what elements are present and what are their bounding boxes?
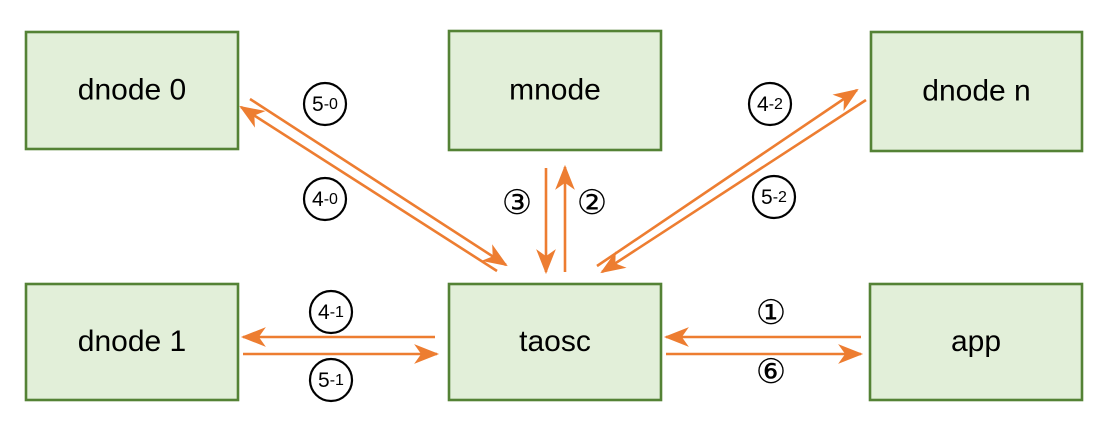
step-badge-6: ⑥ — [756, 352, 786, 392]
node-dnode1[interactable]: dnode 1 — [24, 282, 240, 402]
badge-circle — [308, 357, 354, 403]
arrow-line — [600, 98, 867, 274]
badge-glyph: ⑥ — [756, 352, 786, 392]
arrow-line — [596, 88, 859, 268]
flow-arrow-5-0 — [239, 105, 498, 273]
arrow-layer — [239, 88, 867, 364]
node-app[interactable]: app — [868, 282, 1084, 402]
badge-label: 5-0 — [312, 93, 338, 116]
node-box[interactable] — [24, 30, 240, 151]
node-label: dnode 1 — [78, 325, 186, 358]
step-badge-5-2: 5-2 — [751, 174, 797, 220]
badge-glyph: ② — [577, 183, 607, 223]
step-badge-3: ③ — [502, 183, 532, 223]
node-label: dnode 0 — [78, 73, 186, 106]
step-badge-1: ① — [756, 293, 786, 333]
node-dnoden[interactable]: dnode n — [869, 30, 1084, 153]
badge-label: 5-2 — [761, 186, 787, 209]
badge-layer: 5-0 4-0 4-2 5-2 4-1 5-1 ③ ② ① ⑥ — [302, 81, 797, 403]
node-label: dnode n — [922, 74, 1030, 107]
badge-circle — [308, 289, 354, 335]
flow-arrow-4-0 — [249, 97, 508, 267]
badge-label: 5-1 — [318, 369, 344, 392]
step-badge-4-1: 4-1 — [308, 289, 354, 335]
node-box[interactable] — [447, 282, 663, 402]
node-taosc[interactable]: taosc — [447, 282, 663, 402]
badge-circle — [302, 81, 348, 127]
node-label: mnode — [509, 73, 601, 106]
badge-label: 4-2 — [757, 93, 783, 116]
node-box[interactable] — [447, 29, 663, 152]
badge-glyph: ③ — [502, 183, 532, 223]
step-badge-5-1: 5-1 — [308, 357, 354, 403]
flow-arrow-5-2 — [600, 98, 867, 274]
step-badge-5-0: 5-0 — [302, 81, 348, 127]
arrow-line — [239, 105, 498, 273]
arrow-line — [249, 97, 508, 267]
node-layer: dnode 0 mnode dnode n dnode 1 taosc app — [24, 29, 1084, 402]
badge-circle — [751, 174, 797, 220]
badge-label: 4-1 — [318, 301, 344, 324]
step-badge-2: ② — [577, 183, 607, 223]
node-mnode[interactable]: mnode — [447, 29, 663, 152]
badge-circle — [747, 81, 793, 127]
node-label: taosc — [519, 325, 591, 358]
badge-glyph: ① — [756, 293, 786, 333]
node-label: app — [951, 325, 1001, 358]
node-box[interactable] — [868, 282, 1084, 402]
step-badge-4-0: 4-0 — [302, 176, 348, 222]
badge-circle — [302, 176, 348, 222]
node-box[interactable] — [24, 282, 240, 402]
flow-arrow-4-2 — [596, 88, 859, 268]
node-box[interactable] — [869, 30, 1084, 153]
node-dnode0[interactable]: dnode 0 — [24, 30, 240, 151]
badge-label: 4-0 — [312, 188, 338, 211]
step-badge-4-2: 4-2 — [747, 81, 793, 127]
